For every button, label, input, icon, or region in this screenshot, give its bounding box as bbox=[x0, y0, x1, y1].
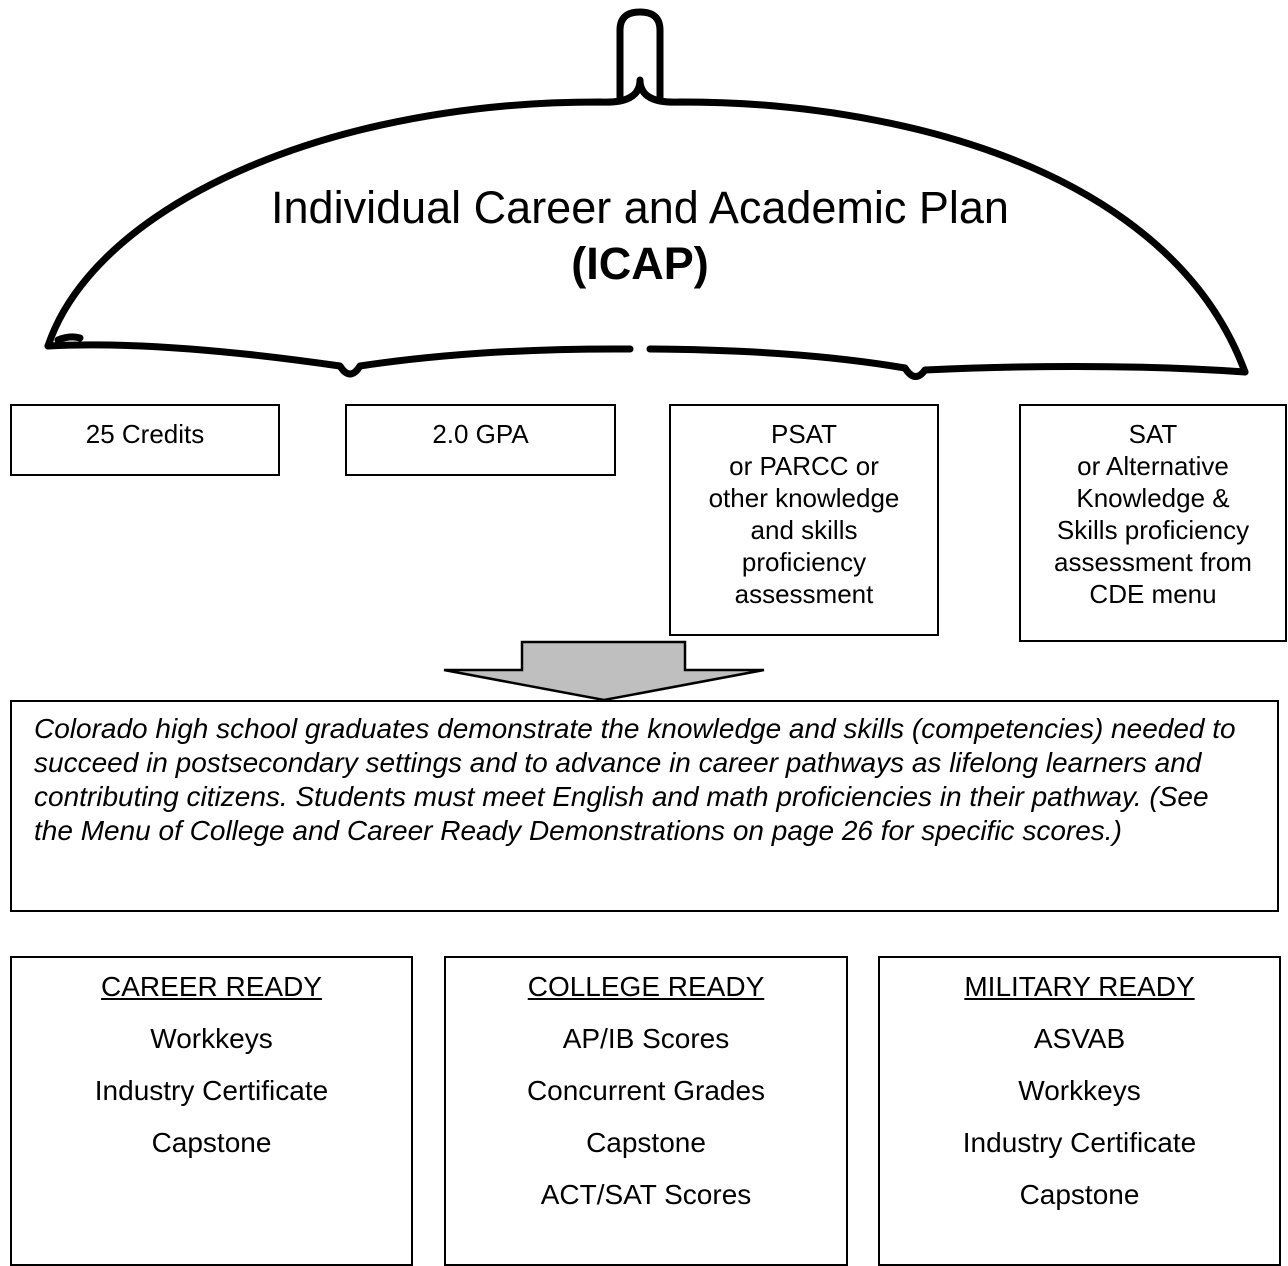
requirement-line: SAT bbox=[1128, 419, 1178, 449]
list-item: ASVAB bbox=[1033, 1023, 1126, 1054]
military-ready-heading: MILITARY READY bbox=[964, 971, 1195, 1002]
career-ready-heading: CAREER READY bbox=[101, 971, 322, 1002]
college-ready-heading: COLLEGE READY bbox=[527, 971, 765, 1002]
requirement-line: proficiency bbox=[741, 547, 867, 577]
requirement-line: other knowledge bbox=[708, 483, 900, 513]
requirement-credits: 25 Credits bbox=[10, 404, 280, 476]
requirement-line: or PARCC or bbox=[729, 451, 879, 481]
requirement-line: 25 Credits bbox=[85, 419, 205, 449]
career-ready-box: CAREER READY Workkeys Industry Certifica… bbox=[10, 956, 413, 1266]
list-item: Capstone bbox=[1019, 1179, 1140, 1210]
requirement-line: assessment bbox=[734, 579, 874, 609]
list-item: Workkeys bbox=[150, 1023, 273, 1054]
military-ready-box: MILITARY READY ASVAB Workkeys Industry C… bbox=[878, 956, 1281, 1266]
list-item: Capstone bbox=[586, 1127, 706, 1158]
umbrella-rim bbox=[44, 341, 634, 378]
requirement-gpa: 2.0 GPA bbox=[345, 404, 616, 476]
graduation-competencies-statement: Colorado high school graduates demonstra… bbox=[10, 700, 1279, 912]
umbrella-rim-right bbox=[646, 345, 1249, 380]
list-item: Industry Certificate bbox=[962, 1127, 1197, 1158]
umbrella-title: Individual Career and Academic Plan (ICA… bbox=[140, 180, 1140, 292]
requirement-line: PSAT bbox=[771, 419, 837, 449]
requirement-line: CDE menu bbox=[1089, 579, 1217, 609]
umbrella-handle bbox=[616, 8, 664, 102]
down-arrow-icon bbox=[443, 640, 765, 702]
requirement-line: assessment from bbox=[1054, 547, 1252, 577]
list-item: Concurrent Grades bbox=[526, 1075, 766, 1106]
list-item: Industry Certificate bbox=[94, 1075, 329, 1106]
requirement-line: 2.0 GPA bbox=[432, 419, 529, 449]
plan-title: Individual Career and Academic Plan bbox=[271, 182, 1009, 233]
umbrella-graphic bbox=[44, 8, 1249, 380]
requirement-line: or Alternative bbox=[1077, 451, 1229, 481]
requirement-sat: SAT or Alternative Knowledge & Skills pr… bbox=[1019, 404, 1287, 642]
college-ready-box: COLLEGE READY AP/IB Scores Concurrent Gr… bbox=[444, 956, 848, 1266]
plan-acronym: (ICAP) bbox=[571, 238, 709, 289]
requirement-line: Skills proficiency bbox=[1056, 515, 1250, 545]
requirement-line: Knowledge & bbox=[1076, 483, 1230, 513]
umbrella-canopy bbox=[44, 76, 1249, 376]
list-item: Workkeys bbox=[1018, 1075, 1141, 1106]
list-item: AP/IB Scores bbox=[562, 1023, 730, 1054]
list-item: ACT/SAT Scores bbox=[540, 1179, 752, 1210]
list-item: Capstone bbox=[151, 1127, 272, 1158]
requirement-line: and skills bbox=[750, 515, 858, 545]
requirement-psat: PSAT or PARCC or other knowledge and ski… bbox=[669, 404, 939, 636]
